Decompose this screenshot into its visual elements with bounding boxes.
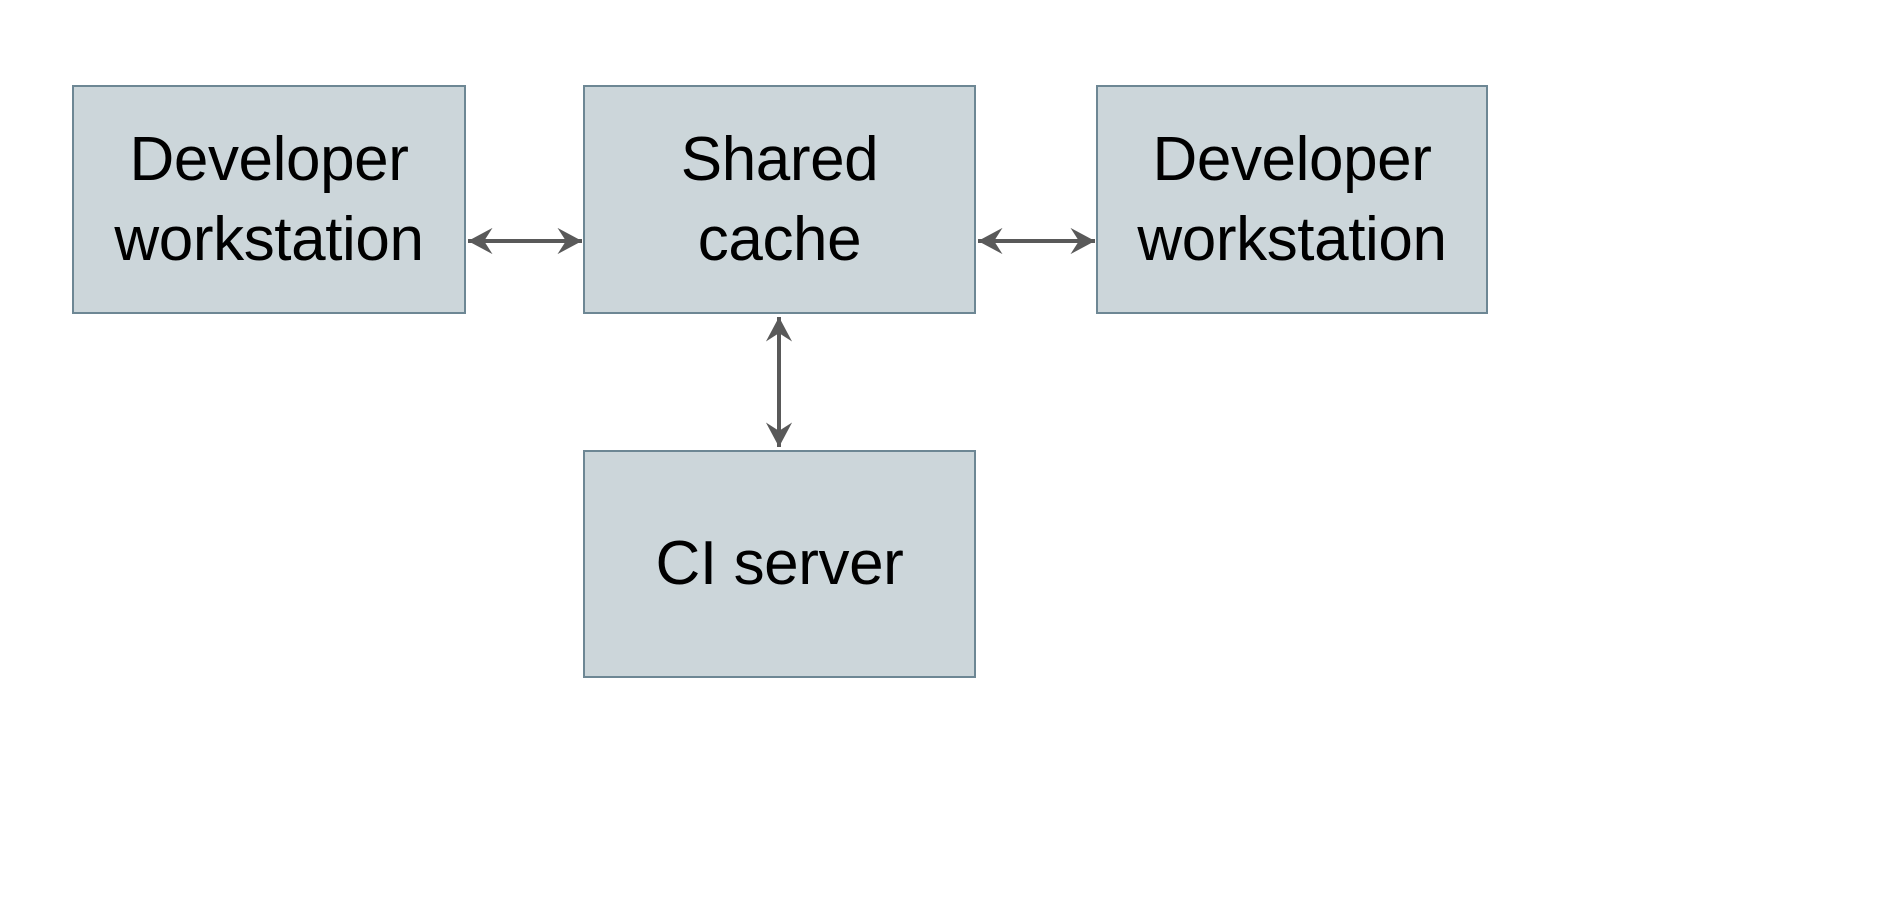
node-shared-cache[interactable]: Shared cache: [583, 85, 976, 314]
node-label: CI server: [655, 529, 904, 599]
node-label: Developer workstation: [114, 125, 424, 274]
connector-cache-to-dev-right: [978, 227, 1095, 255]
connector-dev-left-to-cache: [468, 227, 582, 255]
connector-cache-to-ci-server: [765, 317, 793, 447]
node-developer-workstation-right[interactable]: Developer workstation: [1096, 85, 1488, 314]
node-ci-server[interactable]: CI server: [583, 450, 976, 678]
node-label: Shared cache: [680, 125, 879, 274]
node-developer-workstation-left[interactable]: Developer workstation: [72, 85, 466, 314]
node-label: Developer workstation: [1137, 125, 1447, 274]
